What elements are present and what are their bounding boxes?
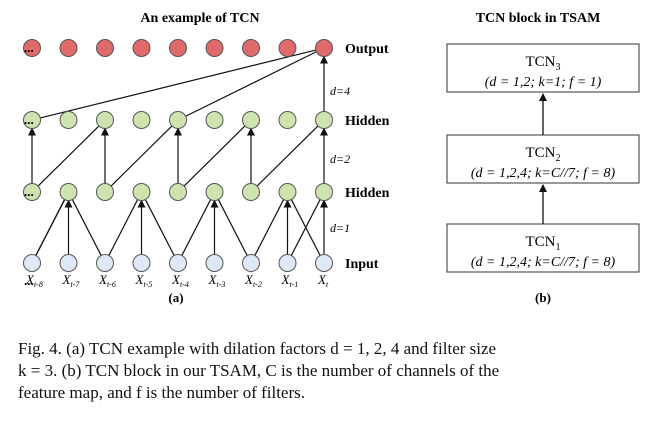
- output-node: [242, 39, 260, 57]
- edge-input-hidden1: [35, 199, 66, 256]
- hidden1-node: [23, 183, 41, 201]
- output-node: [23, 39, 41, 57]
- output-node: [96, 39, 114, 57]
- hidden2-node: [242, 111, 260, 129]
- hidden1-node: [242, 183, 260, 201]
- panel-tag-b: (b): [535, 290, 551, 305]
- input-token-label: Xt: [317, 272, 329, 289]
- output-node: [315, 39, 333, 57]
- input-token-label: Xt-7: [62, 272, 81, 289]
- output-node: [278, 39, 297, 57]
- input-token-label: Xt-4: [171, 272, 189, 289]
- input-node: [242, 254, 260, 272]
- input-node: [23, 254, 41, 272]
- hidden2-node: [205, 111, 224, 129]
- input-node: [96, 254, 114, 272]
- output-node: [169, 39, 187, 57]
- tcn-nodes: [23, 39, 333, 272]
- edge-input-hidden1: [181, 199, 212, 256]
- caption-line-1: Fig. 4. (a) TCN example with dilation fa…: [18, 339, 497, 358]
- hidden2-node: [96, 111, 114, 129]
- tcn1-params: (d = 1,2,4; k=C//7; f = 8): [471, 255, 616, 270]
- hidden1-node: [278, 183, 297, 201]
- hidden1-node: [96, 183, 114, 201]
- tcn2-name: TCN2: [526, 145, 561, 164]
- edge-hidden1-hidden2: [256, 125, 319, 187]
- hidden1-node: [169, 183, 187, 201]
- left-panel-title: An example of TCN: [140, 11, 259, 26]
- edge-hidden1-hidden2: [37, 125, 100, 187]
- tcn2-params: (d = 1,2,4; k=C//7; f = 8): [471, 166, 616, 181]
- output-layer-label: Output: [345, 42, 389, 57]
- hidden2-layer-label: Hidden: [345, 114, 390, 129]
- hidden2-node: [278, 111, 297, 129]
- input-token-label: Xt-8: [25, 272, 43, 289]
- input-node: [132, 254, 151, 272]
- input-token-label: Xt-1: [281, 272, 299, 289]
- input-node: [59, 254, 78, 272]
- edge-hidden2-output: [40, 49, 316, 119]
- hidden2-node: [59, 111, 78, 129]
- output-ellipsis: ...: [24, 40, 34, 55]
- input-node: [205, 254, 224, 272]
- hidden2-node: [132, 111, 151, 129]
- input-node: [315, 254, 333, 272]
- hidden2-node: [169, 111, 187, 129]
- hidden2-ellipsis: ...: [24, 112, 34, 127]
- dilation-label-4: d=4: [330, 84, 350, 98]
- tcn1-name: TCN1: [526, 234, 561, 253]
- hidden1-ellipsis: ...: [24, 184, 34, 199]
- figure-caption: Fig. 4. (a) TCN example with dilation fa…: [18, 338, 642, 404]
- tcn1-box: [446, 223, 640, 273]
- edge-input-hidden1: [71, 199, 102, 256]
- edge-input-hidden1: [217, 199, 248, 256]
- output-node: [205, 39, 224, 57]
- input-node: [278, 254, 297, 272]
- caption-line-3: feature map, and f is the number of filt…: [18, 383, 306, 402]
- output-node: [132, 39, 151, 57]
- panel-tag-a: (a): [168, 290, 183, 305]
- input-node: [169, 254, 187, 272]
- tcn3-box: [446, 43, 640, 93]
- tcn3-name: TCN3: [526, 54, 561, 73]
- edge-hidden1-hidden2: [183, 125, 246, 187]
- edge-input-hidden1: [254, 199, 285, 256]
- hidden1-node: [315, 183, 333, 201]
- edge-hidden1-hidden2: [110, 125, 173, 187]
- output-node: [59, 39, 78, 57]
- input-layer-label: Input: [345, 257, 379, 272]
- tcn-connections: [28, 49, 328, 256]
- caption-line-2: k = 3. (b) TCN block in our TSAM, C is t…: [18, 361, 500, 380]
- hidden1-node: [59, 183, 78, 201]
- input-token-label: Xt-3: [208, 272, 226, 289]
- input-ellipsis: ...: [24, 273, 34, 288]
- dilation-labels: d=4 d=2 d=1: [330, 84, 350, 235]
- input-token-label: Xt-6: [98, 272, 116, 289]
- dilation-label-2: d=2: [330, 152, 350, 166]
- hidden1-node: [205, 183, 224, 201]
- hidden2-node: [315, 111, 333, 129]
- tcn3-params: (d = 1,2; k=1; f = 1): [485, 75, 602, 90]
- tcn-block-stack: TCN3 (d = 1,2; k=1; f = 1) TCN2 (d = 1,2…: [446, 43, 640, 273]
- edge-input-hidden1: [290, 199, 321, 256]
- dilation-label-1: d=1: [330, 221, 350, 235]
- hidden1-layer-label: Hidden: [345, 186, 390, 201]
- hidden2-node: [23, 111, 41, 129]
- edge-input-hidden1: [108, 199, 139, 256]
- tcn-figure: An example of TCN TCN block in TSAM d=4 …: [23, 11, 640, 305]
- edge-hidden2-output: [185, 51, 317, 117]
- right-panel-title: TCN block in TSAM: [476, 11, 601, 26]
- edge-input-hidden1: [144, 199, 175, 256]
- hidden1-node: [132, 183, 151, 201]
- input-token-labels: Xt-8 Xt-7 Xt-6 Xt-5 Xt-4 Xt-3 Xt-2 Xt-1 Xt: [25, 272, 329, 289]
- input-token-label: Xt-5: [135, 272, 153, 289]
- input-token-label: Xt-2: [244, 272, 262, 289]
